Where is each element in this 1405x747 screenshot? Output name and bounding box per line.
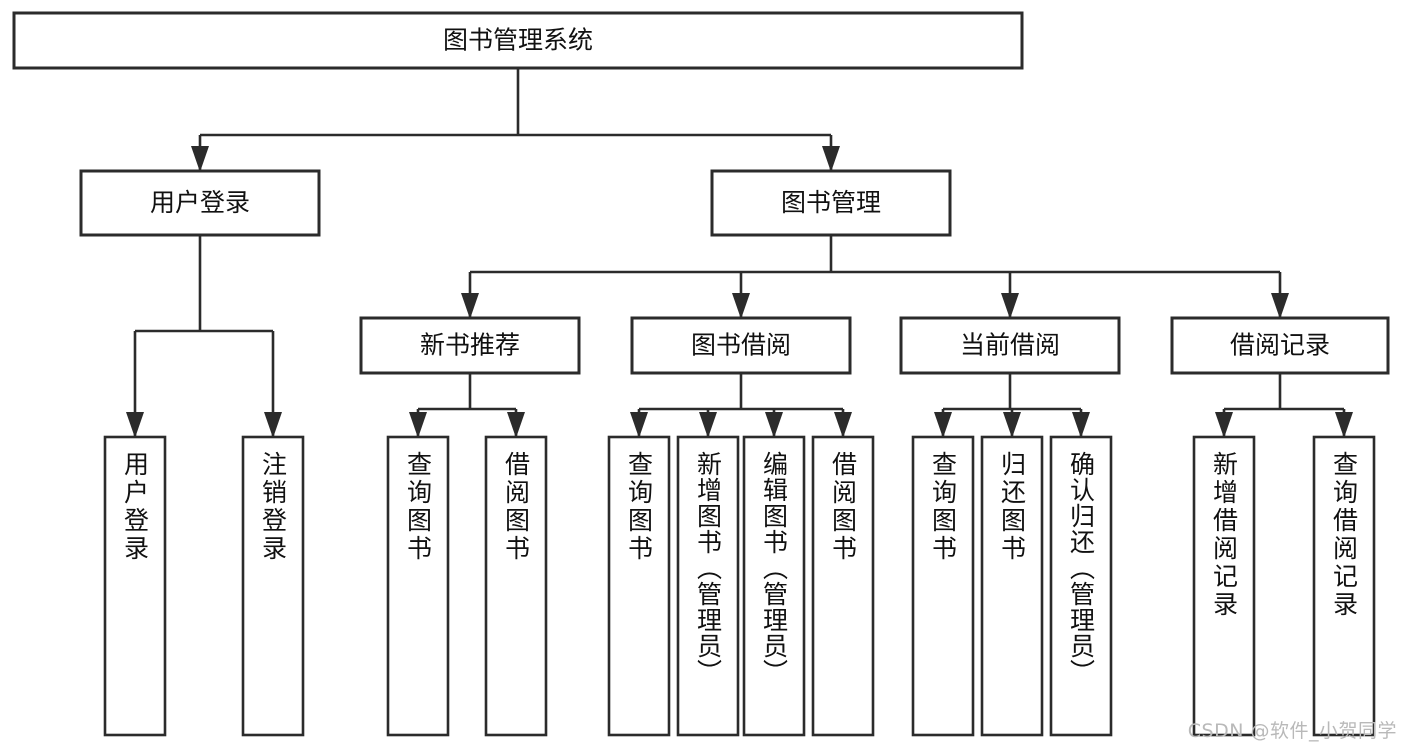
level2-node-label-3: 借阅记录 bbox=[1230, 331, 1330, 360]
arrow-head-icon-leaf-0-1 bbox=[507, 412, 525, 438]
arrow-head-icon-user-leaf-0 bbox=[126, 412, 144, 438]
leaf-node-box-2-1[interactable] bbox=[980, 435, 1044, 737]
arrow-head-icon-leaf-3-1 bbox=[1335, 412, 1353, 438]
leaf-node-box-1-1[interactable] bbox=[676, 435, 740, 737]
level2-node-box-2[interactable] bbox=[899, 316, 1121, 375]
arrow-head-icon-level2-3 bbox=[1271, 293, 1289, 319]
node-box-layer bbox=[12, 11, 1390, 737]
level2-node-label-0: 新书推荐 bbox=[420, 331, 520, 360]
arrow-head-icon-leaf-1-0 bbox=[630, 412, 648, 438]
csdn-watermark: CSDN @软件_小贺同学 bbox=[1187, 720, 1397, 742]
arrow-head-icon-leaf-3-0 bbox=[1215, 412, 1233, 438]
arrow-head-icon-level1-0 bbox=[191, 146, 209, 172]
arrow-head-icon-leaf-1-3 bbox=[834, 412, 852, 438]
arrow-head-icon-level2-1 bbox=[732, 293, 750, 319]
arrow-head-icon-leaf-2-0 bbox=[934, 412, 952, 438]
leaf-node-box-2-2[interactable] bbox=[1049, 435, 1113, 737]
level2-node-box-3[interactable] bbox=[1170, 316, 1390, 375]
arrow-head-icon-user-leaf-1 bbox=[264, 412, 282, 438]
leaf-node-box-3-0[interactable] bbox=[1192, 435, 1256, 737]
arrow-head-icon-level2-0 bbox=[461, 293, 479, 319]
arrow-head-icon-leaf-1-2 bbox=[765, 412, 783, 438]
arrow-head-icon-leaf-1-1 bbox=[699, 412, 717, 438]
leaf-node-box-1-0[interactable] bbox=[607, 435, 671, 737]
leaf-node-box-2-0[interactable] bbox=[911, 435, 975, 737]
root-node-label: 图书管理系统 bbox=[443, 26, 593, 55]
arrow-head-icon-level2-2 bbox=[1001, 293, 1019, 319]
leaf-node-box-0-1[interactable] bbox=[484, 435, 548, 737]
connector-layer bbox=[126, 68, 1353, 438]
level2-node-label-1: 图书借阅 bbox=[691, 331, 791, 360]
root-node-box[interactable] bbox=[12, 11, 1024, 70]
leaf-node-box-user-1[interactable] bbox=[241, 435, 305, 737]
level1-node-label-1: 图书管理 bbox=[781, 188, 881, 217]
leaf-node-box-1-2[interactable] bbox=[742, 435, 806, 737]
leaf-node-box-user-0[interactable] bbox=[103, 435, 167, 737]
leaf-node-box-0-0[interactable] bbox=[386, 435, 450, 737]
level1-node-label-0: 用户登录 bbox=[150, 188, 250, 217]
level1-node-box-0[interactable] bbox=[79, 169, 321, 237]
leaf-node-box-1-3[interactable] bbox=[811, 435, 875, 737]
arrow-head-icon-level1-1 bbox=[822, 146, 840, 172]
level2-node-box-1[interactable] bbox=[630, 316, 852, 375]
level2-node-box-0[interactable] bbox=[359, 316, 581, 375]
arrow-head-icon-leaf-2-1 bbox=[1003, 412, 1021, 438]
level1-node-box-1[interactable] bbox=[710, 169, 952, 237]
leaf-node-box-3-1[interactable] bbox=[1312, 435, 1376, 737]
level2-node-label-2: 当前借阅 bbox=[960, 331, 1060, 360]
arrow-head-icon-leaf-2-2 bbox=[1072, 412, 1090, 438]
arrow-head-icon-leaf-0-0 bbox=[409, 412, 427, 438]
